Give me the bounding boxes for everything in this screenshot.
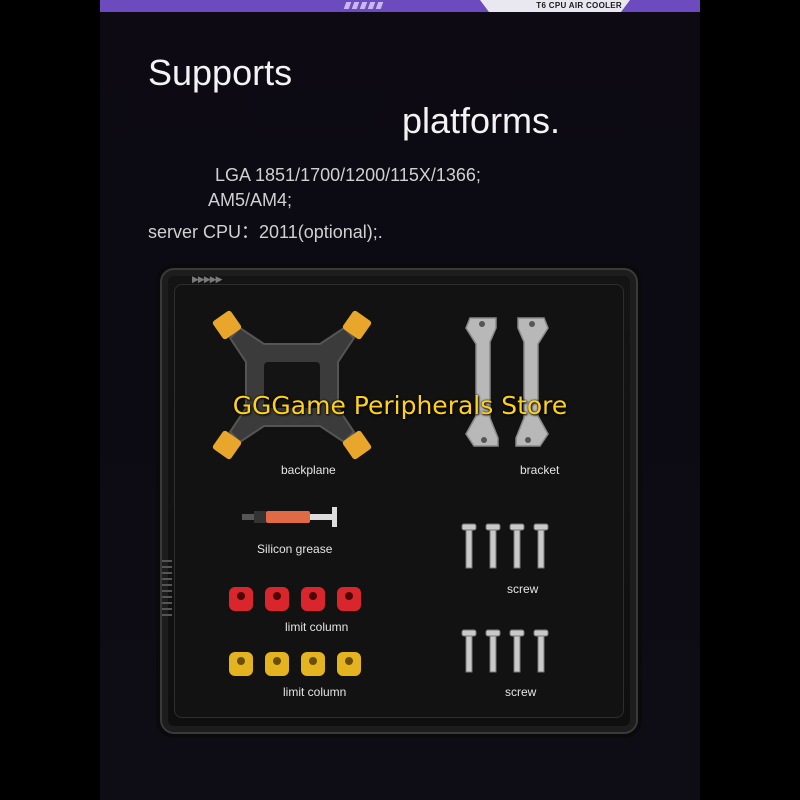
spec-intel: LGA 1851/1700/1200/115X/1366;	[215, 165, 481, 185]
yellow-limit-columns-image	[229, 652, 361, 676]
headline-platforms: platforms.	[402, 100, 561, 141]
limit-column-red-label: limit column	[285, 620, 349, 634]
side-tick-decoration	[162, 560, 172, 620]
backplane-label: backplane	[281, 463, 336, 477]
banner-stripes	[343, 2, 384, 9]
arrow-decoration-icon: ▶▶▶▶▶	[192, 274, 223, 284]
banner-tab	[480, 0, 630, 12]
red-limit-columns-image	[229, 587, 361, 611]
screws-image-2	[461, 629, 549, 673]
bracket-image	[465, 317, 549, 447]
screw-label-1: screw	[507, 582, 539, 596]
grease-label: Silicon grease	[257, 542, 333, 556]
banner-text: T6 CPU AIR COOLER	[536, 1, 622, 10]
limit-column-yellow-label: limit column	[283, 685, 347, 699]
store-watermark: GGGame Peripherals Store	[232, 391, 568, 420]
grease-syringe-image	[242, 507, 337, 527]
spec-server: server CPU：2011(optional);.	[148, 222, 383, 242]
accessory-panel: ▶▶▶▶▶	[160, 268, 638, 734]
backplane-image	[212, 310, 372, 460]
screw-label-2: screw	[505, 685, 537, 699]
bracket-label: bracket	[520, 463, 560, 477]
screws-image-1	[461, 523, 549, 569]
spec-amd: AM5/AM4;	[208, 190, 293, 210]
product-canvas: T6 CPU AIR COOLER Supports platforms. LG…	[100, 0, 700, 800]
headline-supports: Supports	[148, 52, 293, 93]
